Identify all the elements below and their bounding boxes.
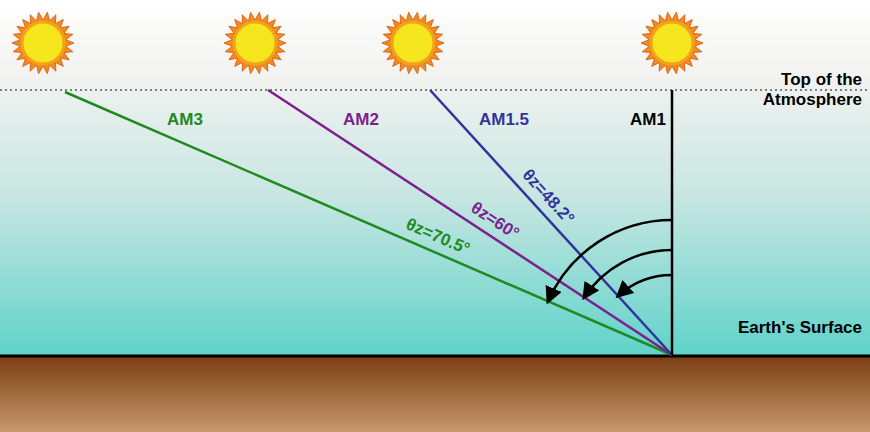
atmosphere-label: Top of the Atmosphere xyxy=(722,70,862,111)
sun-ray-path xyxy=(430,90,672,355)
sun xyxy=(12,12,74,73)
air-mass-label: AM1.5 xyxy=(479,110,529,130)
zenith-angle-arc xyxy=(584,250,672,297)
sun-rays xyxy=(382,12,444,73)
sun-disc xyxy=(392,22,434,64)
surface-label: Earth's Surface xyxy=(722,318,862,338)
atmosphere-top-line xyxy=(0,89,870,91)
sun-disc xyxy=(651,22,693,64)
sun-ray-path xyxy=(65,92,672,355)
ground xyxy=(0,356,870,432)
sun xyxy=(382,12,444,73)
sun-ray-path xyxy=(268,90,672,355)
air-mass-label: AM2 xyxy=(343,110,379,130)
sun-ray-path xyxy=(671,90,674,355)
surface-line xyxy=(0,355,870,358)
sun-rays xyxy=(641,12,703,73)
sun-disc xyxy=(22,22,64,64)
atmosphere xyxy=(0,0,870,356)
zenith-angle-arc xyxy=(548,220,672,301)
air-mass-label: AM1 xyxy=(630,110,666,130)
sun xyxy=(641,12,703,73)
sun-rays xyxy=(224,12,286,73)
zenith-angle-arc xyxy=(618,275,672,296)
sun xyxy=(224,12,286,73)
air-mass-label: AM3 xyxy=(167,110,203,130)
sun-disc xyxy=(234,22,276,64)
sun-rays xyxy=(12,12,74,73)
